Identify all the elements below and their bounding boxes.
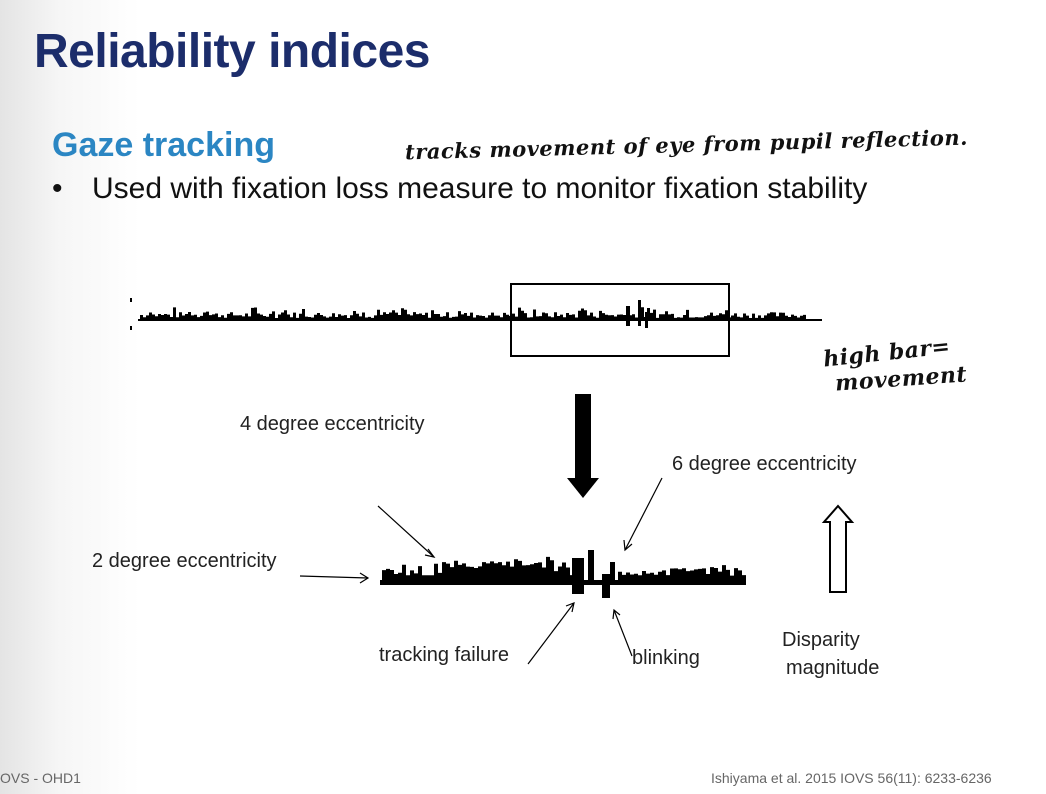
bullet-item: • Used with fixation loss measure to moni… [52, 172, 867, 206]
label-two-degree: 2 degree eccentricity [92, 550, 277, 572]
slide-title: Reliability indices [34, 25, 430, 78]
label-magnitude: magnitude [786, 657, 880, 679]
zoomed-gaze-trace [380, 550, 746, 598]
pointer-lines [299, 477, 663, 665]
zoom-selection-box [510, 283, 730, 357]
full-gaze-trace [130, 298, 822, 330]
label-disparity: Disparity [782, 629, 860, 651]
label-six-degree: 6 degree eccentricity [672, 453, 857, 475]
slide-subtitle: Gaze tracking [52, 126, 275, 164]
bullet-text: Used with fixation loss measure to monit… [92, 172, 868, 205]
down-arrow [567, 394, 599, 498]
label-four-degree: 4 degree eccentricity [240, 413, 425, 435]
label-blinking: blinking [632, 647, 700, 669]
footer-left: OVS - OHD1 [0, 770, 81, 786]
label-tracking-failure: tracking failure [379, 644, 510, 666]
disparity-up-arrow [821, 504, 855, 593]
bullet-dot: • [52, 172, 63, 205]
footer-citation: Ishiyama et al. 2015 IOVS 56(11): 6233-6… [711, 770, 992, 786]
